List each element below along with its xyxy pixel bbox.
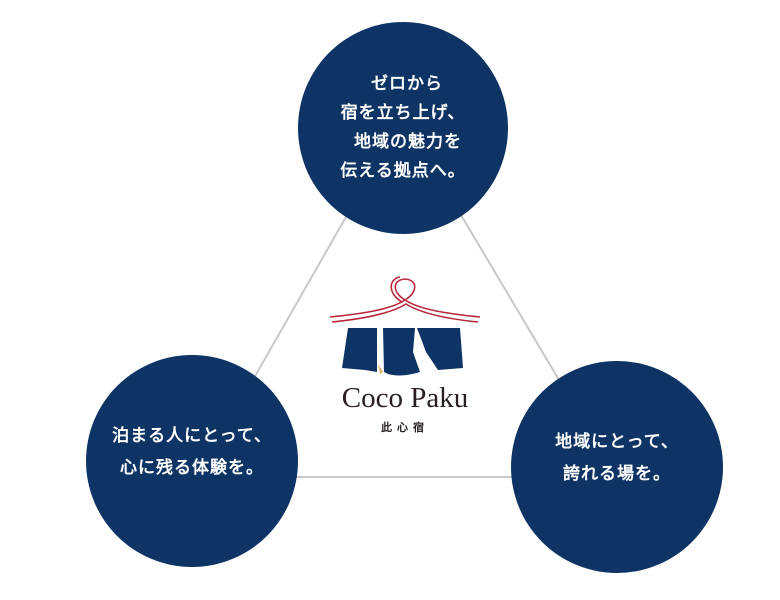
- connector-top-right: [457, 209, 563, 386]
- circle-text-line: 誇れる場を。: [563, 464, 671, 484]
- connector-top-left: [249, 209, 351, 386]
- circle-text-line: 心に残る体験を。: [120, 458, 264, 478]
- logo-wordmark: Coco Paku: [341, 382, 469, 414]
- concept-circle-left: 泊まる人にとって、 心に残る体験を。: [86, 355, 298, 567]
- circle-text-line: 泊まる人にとって、: [112, 426, 272, 446]
- circle-text-line: 地域の魅力を: [354, 132, 462, 152]
- logo-subtitle: 此心宿: [381, 421, 429, 434]
- circle-text-line: ゼロから: [371, 74, 443, 94]
- circle-text-line: 宿を立ち上げ、: [340, 103, 466, 123]
- circle-text-line: 伝える拠点へ。: [340, 161, 466, 181]
- circle-text-line: 地域にとって、: [555, 432, 679, 452]
- noren-curtain-icon: [329, 276, 481, 376]
- concept-circle-top: ゼロから 宿を立ち上げ、 地域の魅力を 伝える拠点へ。: [298, 22, 508, 234]
- coco-paku-logo: Coco Paku 此心宿: [320, 272, 490, 442]
- concept-circle-right: 地域にとって、 誇れる場を。: [511, 361, 723, 573]
